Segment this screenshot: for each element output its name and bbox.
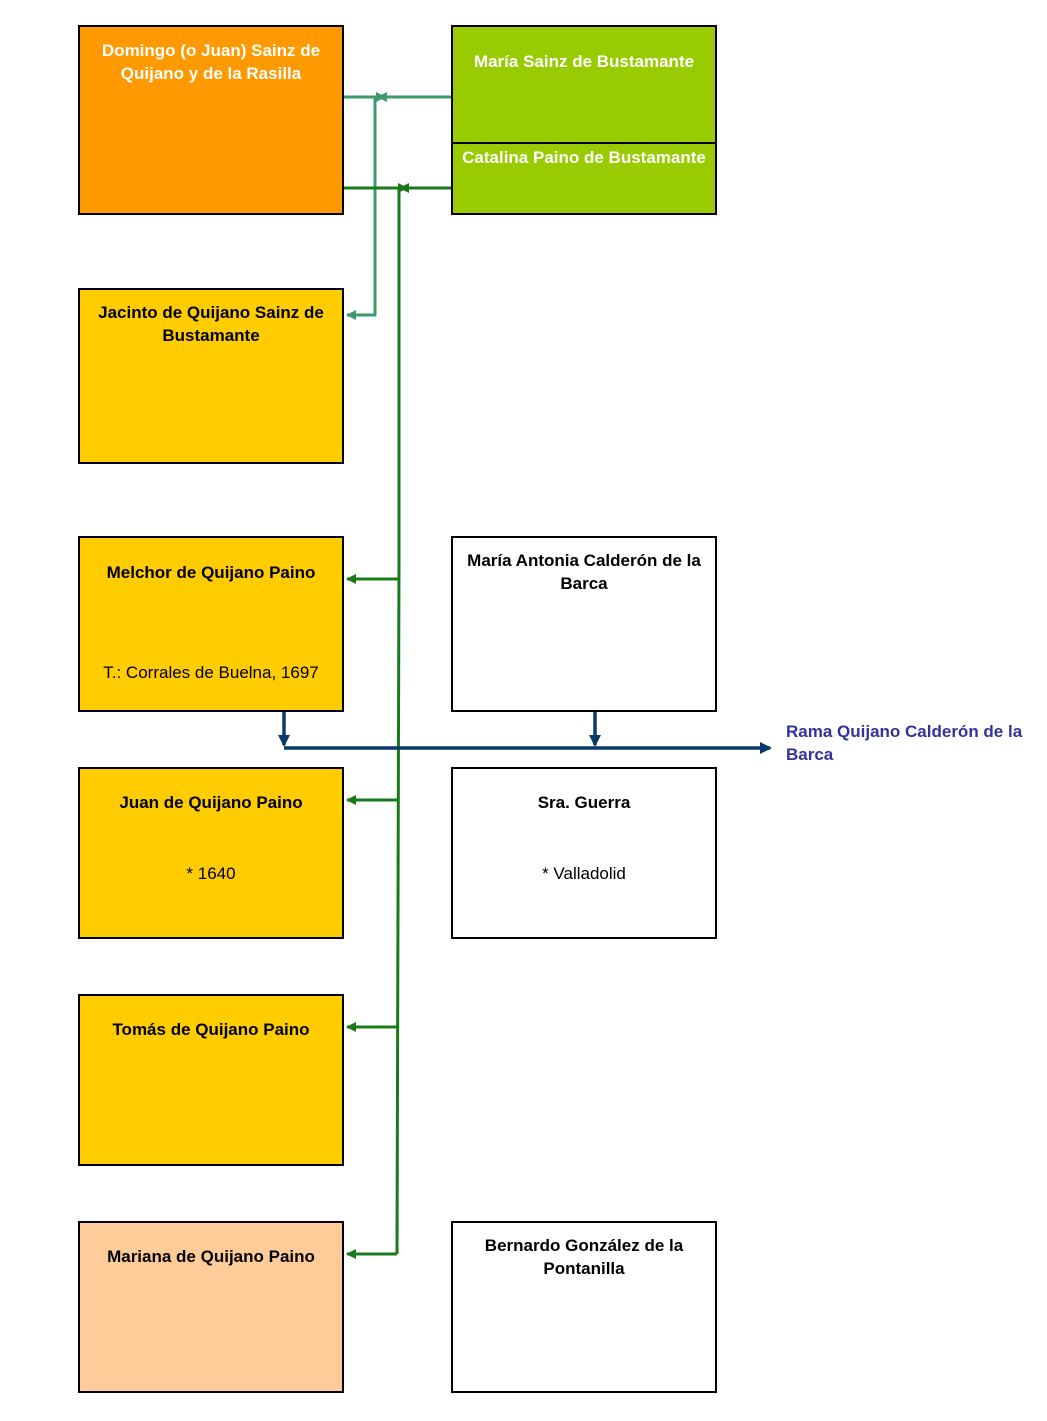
person-note: T.: Corrales de Buelna, 1697: [103, 663, 319, 682]
branch-line: [278, 712, 772, 754]
person-box-maria-antonia[interactable]: María Antonia Calderón de la Barca: [451, 536, 717, 712]
person-note: * Valladolid: [542, 864, 626, 883]
person-box-tomas[interactable]: Tomás de Quijano Paino: [78, 994, 344, 1166]
person-name: Bernardo González de la Pontanilla: [484, 1236, 684, 1278]
person-box-sra-guerra[interactable]: Sra. Guerra * Valladolid: [451, 767, 717, 939]
person-box-melchor[interactable]: Melchor de Quijano Paino T.: Corrales de…: [78, 536, 344, 712]
branch-link[interactable]: Rama Quijano Calderón de la Barca: [786, 722, 1023, 764]
person-name: Sra. Guerra: [537, 793, 631, 812]
person-box-domingo[interactable]: Domingo (o Juan) Sainz de Quijano y de l…: [78, 25, 344, 215]
parents-to-jacinto-line: [344, 92, 451, 320]
person-name: Juan de Quijano Paino: [119, 793, 303, 812]
person-box-catalina[interactable]: Catalina Paino de Bustamante: [451, 142, 717, 215]
parents-to-children-line: [344, 183, 451, 1259]
person-box-maria-sainz[interactable]: María Sainz de Bustamante: [451, 25, 717, 145]
person-note: * 1640: [186, 864, 236, 883]
person-name: Tomás de Quijano Paino: [112, 1020, 310, 1039]
person-name: Mariana de Quijano Paino: [107, 1247, 315, 1266]
person-box-jacinto[interactable]: Jacinto de Quijano Sainz de Bustamante: [78, 288, 344, 464]
person-box-juan[interactable]: Juan de Quijano Paino * 1640: [78, 767, 344, 939]
person-name: María Sainz de Bustamante: [473, 52, 695, 71]
person-name: Domingo (o Juan) Sainz de Quijano y de l…: [101, 41, 321, 83]
person-name: Melchor de Quijano Paino: [106, 563, 316, 582]
person-box-mariana[interactable]: Mariana de Quijano Paino: [78, 1221, 344, 1393]
person-name: Jacinto de Quijano Sainz de Bustamante: [98, 303, 324, 345]
person-name: Catalina Paino de Bustamante: [462, 148, 706, 167]
person-box-bernardo[interactable]: Bernardo González de la Pontanilla: [451, 1221, 717, 1393]
person-name: María Antonia Calderón de la Barca: [467, 551, 701, 593]
